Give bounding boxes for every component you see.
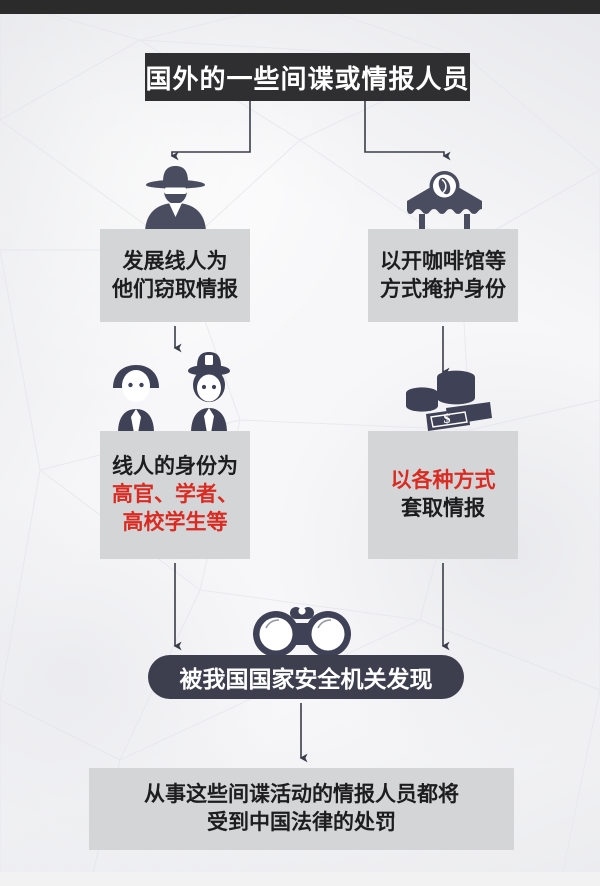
right-step2-line2: 套取情报 [401,497,485,520]
detection-pill: 被我国国家安全机关发现 [148,655,464,699]
right-step1-box: 以开咖啡馆等 方式掩护身份 [368,229,518,322]
left-step2-line3: 高校学生等 [122,510,228,534]
main-title-text: 国外的一些间谍或情报人员 [145,63,470,94]
spy-icon [133,163,218,231]
main-title-box: 国外的一些间谍或情报人员 [145,53,470,101]
right-step1-line1: 以开咖啡馆等 [380,249,506,273]
cafe-shop-icon [402,165,487,231]
conclusion-box: 从事这些间谍活动的情报人员都将 受到中国法律的处罚 [89,768,514,850]
right-step2-box: 以各种方式 套取情报 [368,431,518,559]
conclusion-line1: 从事这些间谍活动的情报人员都将 [144,782,459,806]
binoculars-icon [252,601,352,659]
money-icon: $ [400,367,492,433]
left-step1-line2: 他们窃取情报 [112,277,238,301]
left-step1-line1: 发展线人为 [122,249,228,273]
left-step2-line2: 高官、学者、 [112,483,238,507]
svg-text:$: $ [444,412,451,427]
left-step2-line1: 线人的身份为 [112,455,238,479]
left-step1-box: 发展线人为 他们窃取情报 [100,229,250,322]
right-step2-line1: 以各种方式 [390,469,496,493]
conclusion-line2: 受到中国法律的处罚 [207,811,396,834]
bottom-bar [0,872,600,886]
detection-pill-text: 被我国国家安全机关发现 [179,666,433,692]
left-step2-box: 线人的身份为 高官、学者、 高校学生等 [100,431,250,559]
right-step1-line2: 方式掩护身份 [380,277,506,301]
top-black-bar [0,0,600,14]
informants-icon [104,341,246,433]
